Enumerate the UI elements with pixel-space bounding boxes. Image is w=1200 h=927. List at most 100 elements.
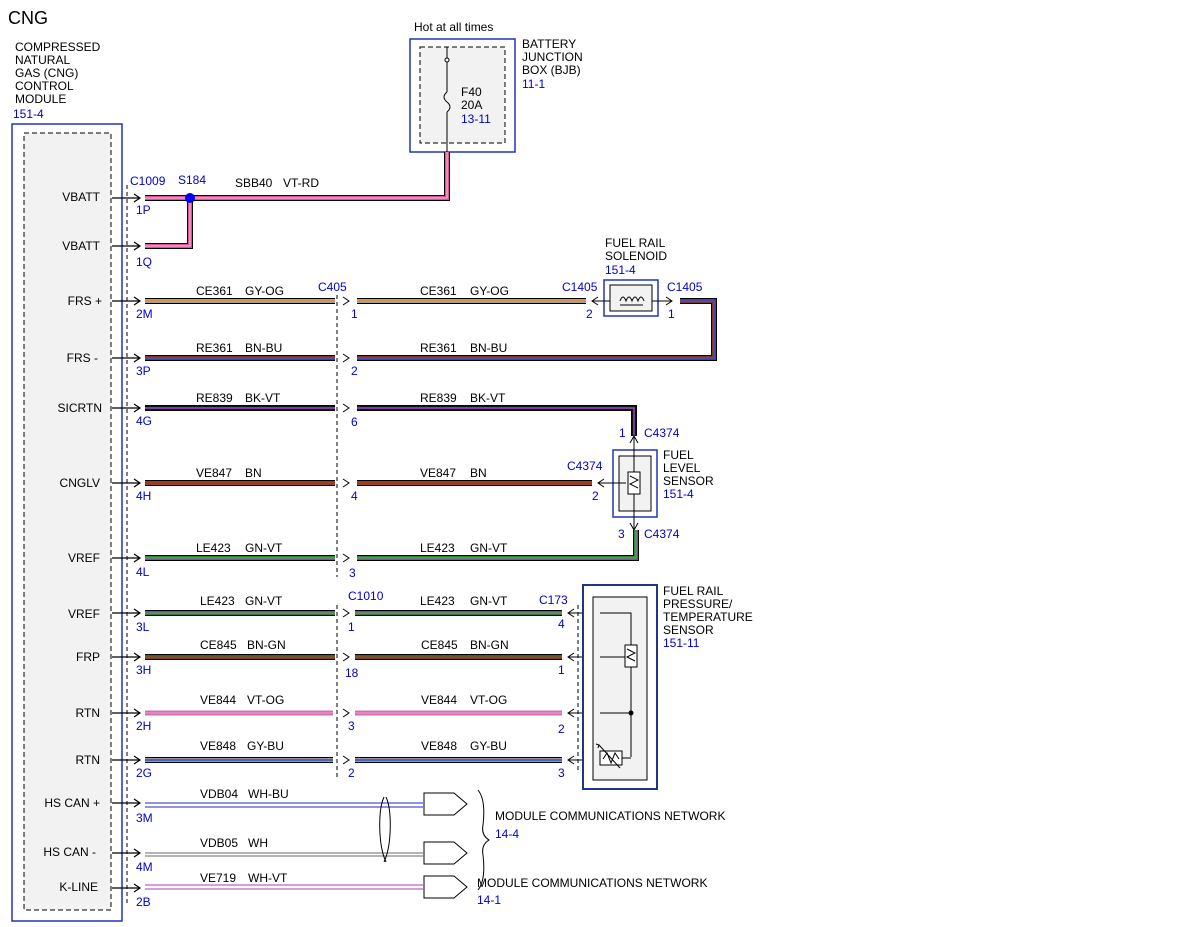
c173-pin: 3 xyxy=(558,766,565,780)
c4374-label: C4374 xyxy=(567,459,603,473)
wire-color: GN-VT xyxy=(245,594,283,608)
solenoid-out-pin: 1 xyxy=(668,307,675,321)
module-name-line-3: GAS (CNG) xyxy=(15,66,78,80)
pin-number: 4H xyxy=(136,489,151,503)
pin-label: VREF xyxy=(68,607,100,621)
pin-number: 2H xyxy=(136,719,151,733)
pin-number: 2G xyxy=(136,766,152,780)
module-inner-box xyxy=(23,132,112,911)
wire-circuit: LE423 xyxy=(420,541,455,555)
pin-number: 2B xyxy=(136,895,151,909)
rtn-2g-wire: VE848 GY-BU VE848 GY-BU 2 3 xyxy=(145,739,565,780)
c173-pin: 2 xyxy=(558,722,565,736)
pin-label: RTN xyxy=(76,706,100,720)
fuse-ref: 13-11 xyxy=(461,112,491,126)
c1010-label: C1010 xyxy=(348,589,384,603)
level-sensor-name-line-3: SENSOR xyxy=(663,474,714,488)
pt-sensor-name-line-2: PRESSURE/ xyxy=(663,597,733,611)
wire-circuit: CE361 xyxy=(420,284,457,298)
frs-plus-wire: CE361 GY-OG CE361 GY-OG 1 2 C1405 xyxy=(145,280,598,321)
pin-number: 1P xyxy=(136,203,151,217)
pin-label: SICRTN xyxy=(58,401,102,415)
c1405-label: C1405 xyxy=(667,280,703,294)
c405-pin: 2 xyxy=(351,364,358,378)
c405-pin: 6 xyxy=(351,415,358,429)
wire-circuit: VDB05 xyxy=(200,836,238,850)
wire-circuit: VE847 xyxy=(196,466,232,480)
bjb-name-line-1: BATTERY xyxy=(522,37,576,51)
wire-color: BN-GN xyxy=(470,638,509,652)
mcn-label: MODULE COMMUNICATIONS NETWORK xyxy=(477,876,707,890)
c173-pin: 4 xyxy=(558,617,565,631)
c1010-pin: 18 xyxy=(345,666,359,680)
sicrtn-wire: RE839 BK-VT RE839 BK-VT 6 1 C4374 xyxy=(145,391,680,440)
wire-color: BN xyxy=(470,466,487,480)
wire-circuit: LE423 xyxy=(200,594,235,608)
frs-minus-wire: RE361 BN-BU RE361 BN-BU 2 xyxy=(145,298,717,378)
wire-color: BN-BU xyxy=(470,341,507,355)
c405-label: C405 xyxy=(318,280,347,294)
pin-label: RTN xyxy=(76,753,100,767)
wire-circuit: CE361 xyxy=(196,284,233,298)
pin-label: K-LINE xyxy=(59,880,98,894)
wire-color: BK-VT xyxy=(245,391,281,405)
fuse-symbol xyxy=(443,91,451,113)
mcn-ref: 14-1 xyxy=(477,893,501,907)
pin-label: FRS + xyxy=(68,294,102,308)
pin-number: 4L xyxy=(136,565,150,579)
pin-number: 4M xyxy=(136,860,153,874)
wire-color: GN-VT xyxy=(470,541,508,555)
pin-arrows xyxy=(112,193,142,893)
c405-pin: 4 xyxy=(351,489,358,503)
solenoid-name-line-2: SOLENOID xyxy=(605,249,667,263)
level-sensor-name-line-2: LEVEL xyxy=(663,461,701,475)
pin-number: 3M xyxy=(136,811,153,825)
wire-color: BN-BU xyxy=(245,341,282,355)
wire-circuit: VE848 xyxy=(421,739,457,753)
vref-4l-wire: LE423 GN-VT LE423 GN-VT 3 3 C4374 xyxy=(145,527,680,580)
cnglv-wire: VE847 BN VE847 BN 4 2 C4374 xyxy=(145,459,603,503)
wire-color: GY-OG xyxy=(245,284,284,298)
vbatt-wire: S184 SBB40 VT-RD xyxy=(145,152,450,249)
pin-number: 3L xyxy=(136,620,150,634)
solenoid-ref: 151-4 xyxy=(605,263,636,277)
wire-color: GY-OG xyxy=(470,284,509,298)
fuse-amps: 20A xyxy=(461,98,482,112)
c1010-pin: 1 xyxy=(348,620,355,634)
fuel-rail-solenoid: FUEL RAIL SOLENOID 151-4 1 C1405 xyxy=(591,236,703,321)
wire-color: VT-OG xyxy=(470,693,507,707)
level-sensor-ref: 151-4 xyxy=(663,487,694,501)
can-network: VDB04 WH-BU VDB05 WH VE719 WH-VT MODULE … xyxy=(145,787,725,907)
module-name-line-2: NATURAL xyxy=(15,53,70,67)
vbatt-circuit: SBB40 xyxy=(235,176,273,190)
pin-label: VBATT xyxy=(62,190,100,204)
fuel-rail-pt-sensor: FUEL RAIL PRESSURE/ TEMPERATURE SENSOR 1… xyxy=(582,584,753,790)
wire-circuit: VE844 xyxy=(200,693,236,707)
solenoid-name-line-1: FUEL RAIL xyxy=(605,236,666,250)
rtn-2h-wire: VE844 VT-OG VE844 VT-OG 3 2 xyxy=(145,693,565,736)
wire-color: GN-VT xyxy=(470,594,508,608)
bjb-hot-label: Hot at all times xyxy=(414,20,493,34)
pin-number: 1Q xyxy=(136,255,152,269)
wire-circuit: VE844 xyxy=(421,693,457,707)
pin-number: 4G xyxy=(136,414,152,428)
mcn-ref: 14-4 xyxy=(495,827,519,841)
module-pins: VBATT 1P VBATT 1Q FRS + 2M FRS - 3P SICR… xyxy=(43,190,152,909)
wire-color: VT-OG xyxy=(247,693,284,707)
wire-circuit: VE848 xyxy=(200,739,236,753)
c1405-label: C1405 xyxy=(562,280,598,294)
wire-color: BN xyxy=(245,466,262,480)
c4374-pin: 3 xyxy=(618,527,625,541)
pin-label: HS CAN + xyxy=(44,796,100,810)
wire-circuit: RE839 xyxy=(196,391,233,405)
c4374-label: C4374 xyxy=(644,426,680,440)
module-name-line-4: CONTROL xyxy=(15,79,74,93)
wire-color: GN-VT xyxy=(245,541,283,555)
wire-circuit: RE361 xyxy=(420,341,457,355)
bjb-ref: 11-1 xyxy=(522,77,545,91)
pin-number: 3P xyxy=(136,364,151,378)
module-ref: 151-4 xyxy=(13,107,44,121)
pin-label: VREF xyxy=(68,551,100,565)
wire-color: BK-VT xyxy=(470,391,506,405)
